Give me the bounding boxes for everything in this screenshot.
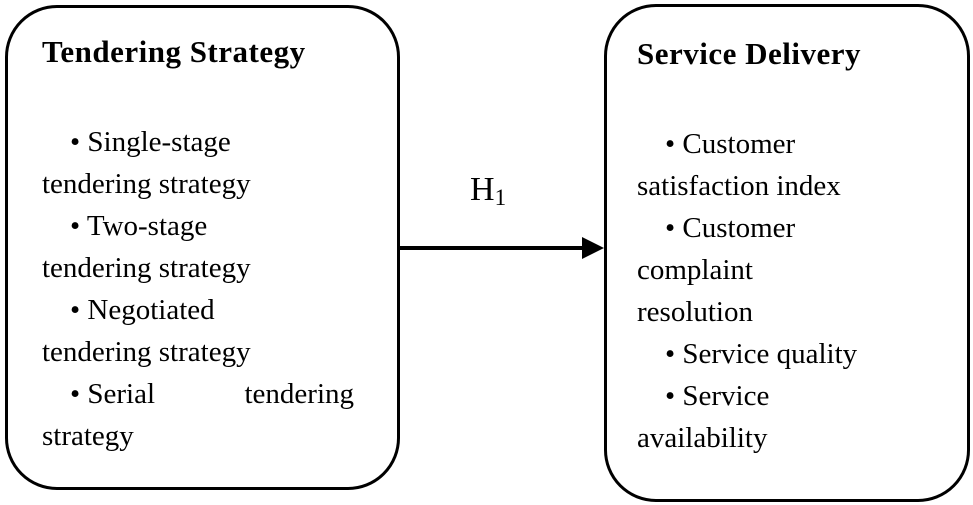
bullet-line-justified: • Serial tendering bbox=[42, 373, 354, 415]
wrapped-line: tendering strategy bbox=[42, 168, 251, 200]
service-delivery-list: • Customer satisfaction index • Customer… bbox=[637, 123, 953, 459]
justified-line-right: tendering bbox=[244, 378, 354, 410]
bullet-line: • Single-stage bbox=[70, 126, 231, 158]
wrapped-line: complaint bbox=[637, 254, 753, 286]
tendering-strategy-title: Tendering Strategy bbox=[42, 34, 306, 69]
wrapped-line: resolution bbox=[637, 296, 753, 328]
bullet-line: • Customer bbox=[665, 128, 796, 160]
hypothesis-label-subscript: 1 bbox=[494, 185, 507, 210]
bullet-line: • Negotiated bbox=[70, 294, 215, 326]
bullet-line: • Service quality bbox=[665, 338, 858, 370]
arrow-shaft bbox=[400, 246, 586, 250]
arrow-head-icon bbox=[582, 237, 604, 259]
service-delivery-box: Service Delivery • Customer satisfaction… bbox=[604, 4, 970, 502]
service-delivery-title: Service Delivery bbox=[637, 36, 862, 71]
tendering-strategy-box: Tendering Strategy • Single-stage tender… bbox=[5, 5, 400, 490]
wrapped-line: tendering strategy bbox=[42, 252, 251, 284]
justified-line-left: • Serial bbox=[70, 378, 156, 410]
hypothesis-label-main: H bbox=[470, 171, 495, 208]
wrapped-line: availability bbox=[637, 422, 768, 454]
wrapped-line: tendering strategy bbox=[42, 336, 251, 368]
bullet-line: • Service bbox=[665, 380, 770, 412]
wrapped-line: satisfaction index bbox=[637, 170, 841, 202]
wrapped-line: strategy bbox=[42, 420, 134, 452]
hypothesis-label: H1 bbox=[470, 170, 506, 218]
tendering-strategy-list: • Single-stage tendering strategy • Two-… bbox=[42, 121, 383, 457]
bullet-line: • Two-stage bbox=[70, 210, 208, 242]
bullet-line: • Customer bbox=[665, 212, 796, 244]
